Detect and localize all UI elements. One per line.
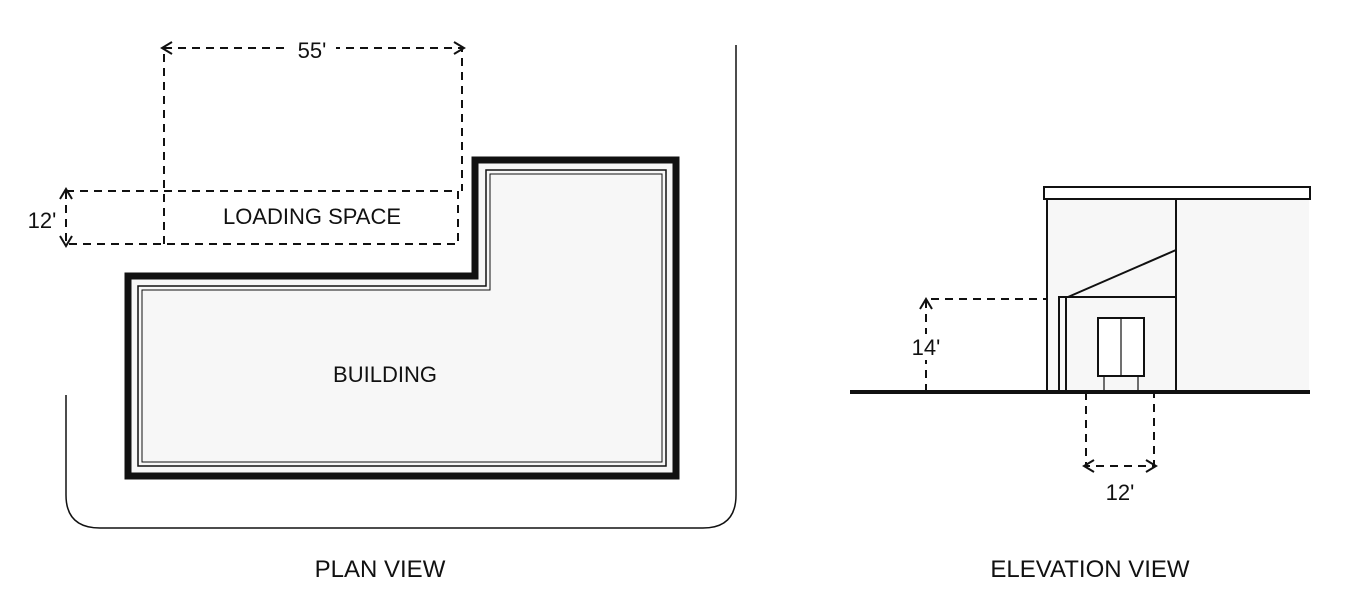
dim-12-door-arrow-left xyxy=(1082,459,1095,473)
dim-14-arrow-top xyxy=(919,297,933,310)
dim-12-label: 12' xyxy=(28,208,57,233)
dim-55-label-bg xyxy=(288,34,336,62)
elevation-view-caption: ELEVATION VIEW xyxy=(990,556,1189,583)
dim-12-label-bg xyxy=(24,207,62,233)
dim-12-arrow-bottom xyxy=(59,235,73,248)
dim-14-label: 14' xyxy=(912,335,941,360)
dim-14-line xyxy=(925,298,1047,392)
loading-length-zone xyxy=(163,47,463,244)
dim-55-arrow-left xyxy=(160,41,173,55)
dim-12-door-label: 12' xyxy=(1106,480,1135,505)
dim-55-arrow-right xyxy=(453,41,466,55)
dim-12-arrow-top xyxy=(59,187,73,200)
dim-12-door-zone xyxy=(1085,392,1155,467)
loading-space-label: LOADING SPACE xyxy=(223,204,401,229)
building-inner-wall xyxy=(137,169,667,467)
building-inner-wall-2 xyxy=(141,173,663,463)
dim-12-door-arrow-right xyxy=(1145,459,1158,473)
loading-space-area xyxy=(65,190,459,245)
elevation-wall xyxy=(1047,198,1309,392)
building-label: BUILDING xyxy=(333,362,437,387)
lot-boundary xyxy=(65,45,737,529)
elevation-view: 14' 12' ELEVATION VIEW xyxy=(850,186,1311,583)
plan-view-caption: PLAN VIEW xyxy=(315,556,446,583)
roof-cap xyxy=(1043,186,1311,200)
building-outline xyxy=(124,156,680,480)
dim-14-label-bg xyxy=(906,334,946,360)
dim-55-label: 55' xyxy=(298,38,327,63)
plan-view: BUILDING LOADING SPACE 55' 12' PLAN VIEW xyxy=(24,34,737,583)
